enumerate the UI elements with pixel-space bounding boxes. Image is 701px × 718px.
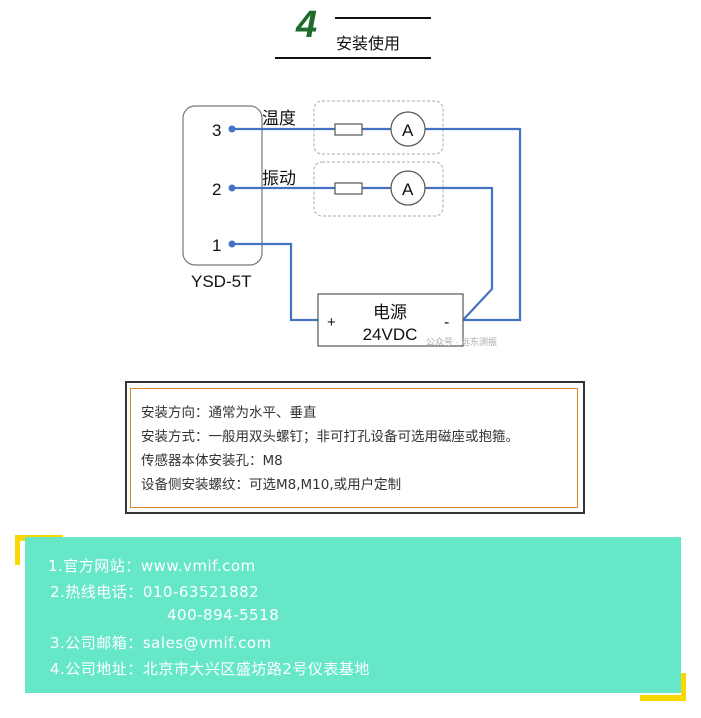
pin-label: 2 — [212, 180, 221, 199]
corner-accent — [640, 695, 686, 701]
device-label: YSD-5T — [191, 272, 251, 291]
address: 北京市大兴区盛坊路2号仪表基地 — [142, 660, 370, 678]
info-line: 设备侧安装螺纹：可选M8,M10,或用户定制 — [141, 477, 402, 493]
phone-1: 010-63521882 — [142, 583, 260, 601]
watermark: 公众号 · 远东测振 — [426, 336, 497, 347]
email-label: 3.公司邮箱： — [50, 634, 143, 652]
pin-label: 3 — [212, 121, 221, 140]
contact-panel: 1.官方网站：www.vmif.com 2.热线电话：010-63521882 … — [25, 537, 681, 693]
title-bottom-rule — [275, 57, 431, 59]
section-title: 安装使用 — [336, 34, 401, 53]
device-box — [182, 105, 263, 266]
title-top-rule — [335, 17, 431, 19]
ammeter-icon — [390, 170, 426, 206]
wiring-diagram: 3 2 1 温度 振动 A A YSD-5T 电源 24VDC + - 公众号 … — [182, 100, 522, 347]
power-supply-box — [317, 293, 464, 347]
section-number: 4 — [296, 4, 318, 46]
address-label: 4.公司地址： — [50, 660, 143, 678]
phone-2: 400-894-5518 — [167, 606, 280, 624]
phone-label: 2.热线电话： — [50, 583, 143, 601]
power-voltage: 24VDC — [363, 325, 418, 344]
pin-label: 1 — [212, 236, 221, 255]
website-link[interactable]: www.vmif.com — [140, 557, 256, 575]
website-label: 1.官方网站： — [48, 557, 141, 575]
ammeter-icon — [390, 111, 426, 147]
corner-accent — [15, 535, 20, 565]
resistor-icon — [334, 123, 363, 136]
resistor-icon — [334, 182, 363, 195]
power-title: 电源 — [373, 303, 407, 322]
ammeter-label: A — [402, 121, 414, 140]
info-line: 安装方式：一般用双头螺钉；非可打孔设备可选用磁座或抱箍。 — [141, 429, 519, 445]
plus-terminal: + — [327, 314, 336, 331]
minus-terminal: - — [444, 314, 449, 331]
install-info-box: 安装方向：通常为水平、垂直 安装方式：一般用双头螺钉；非可打孔设备可选用磁座或抱… — [125, 381, 585, 514]
ammeter-label: A — [402, 180, 414, 199]
wire-1 — [232, 242, 318, 322]
info-line: 安装方向：通常为水平、垂直 — [141, 405, 317, 421]
channel-label: 振动 — [262, 169, 296, 188]
channel-label: 温度 — [262, 109, 296, 128]
info-line: 传感器本体安装孔：M8 — [141, 453, 283, 469]
temperature-channel-box — [313, 100, 444, 155]
email-link[interactable]: sales@vmif.com — [142, 634, 272, 652]
corner-accent — [681, 673, 686, 701]
